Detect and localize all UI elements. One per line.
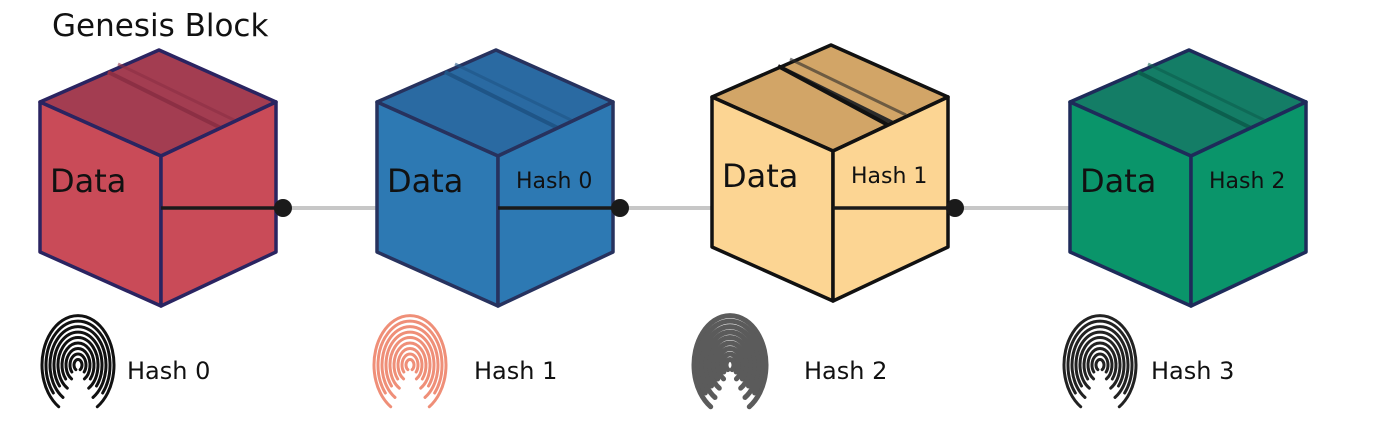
- fingerprint-ridge: [723, 357, 737, 373]
- fingerprint-ridge: [40, 314, 116, 409]
- connector-dot: [274, 199, 292, 217]
- connectors: [161, 199, 964, 217]
- fingerprint-ridge: [44, 319, 112, 395]
- fingerprint-ridge: [68, 352, 88, 374]
- fingerprint-ridge: [388, 336, 432, 390]
- fingerprint-ridge: [1086, 347, 1114, 381]
- fingerprint-ridge: [1078, 336, 1122, 390]
- genesis-block-title: Genesis Block: [52, 8, 268, 44]
- fingerprint-ridge: [64, 347, 92, 381]
- fingerprint-icon: [40, 314, 116, 409]
- block-data-label: Data: [1080, 162, 1156, 200]
- block-tape-line: [117, 62, 235, 122]
- fingerprint-hash-label: Hash 0: [127, 357, 210, 385]
- fingerprint-ridge: [396, 347, 424, 381]
- fingerprint-ridge: [1090, 352, 1110, 374]
- fingerprint-ridge: [691, 313, 769, 410]
- fingerprint-ridge: [715, 346, 745, 382]
- block-3: Data Hash 2: [1068, 48, 1308, 308]
- fingerprint-ridge: [372, 314, 448, 409]
- fingerprint-ridge: [376, 319, 444, 395]
- fingerprint-ridge: [380, 325, 440, 399]
- block-data-label: Data: [387, 162, 463, 200]
- block-data-label: Data: [50, 162, 126, 200]
- fingerprint-ridge: [1094, 358, 1106, 372]
- block-tape-line: [789, 57, 907, 117]
- fingerprint-ridge: [60, 341, 96, 381]
- fingerprint-ridge: [52, 330, 104, 388]
- fingerprint-hash-label: Hash 1: [474, 357, 557, 385]
- fingerprint-ridge: [1062, 314, 1138, 409]
- block-side-face: [1189, 100, 1308, 308]
- block-2: Data Hash 1: [710, 43, 950, 303]
- fingerprint-ridge: [699, 324, 761, 400]
- connector-dot: [946, 199, 964, 217]
- block-data-label: Data: [722, 157, 798, 195]
- fingerprint-ridge: [56, 336, 100, 390]
- fingerprint-icon: [1062, 314, 1138, 409]
- block-tape-line: [444, 70, 559, 130]
- fingerprint-ridge: [400, 352, 420, 374]
- fingerprint-ridge: [48, 325, 108, 399]
- fingerprint-ridge: [1070, 325, 1130, 399]
- block-side-face: [496, 100, 615, 308]
- fingerprint-ridge: [711, 340, 749, 382]
- fingerprint-ridge: [707, 335, 753, 391]
- fingerprint-ridge: [392, 341, 428, 381]
- fingerprint-ridge: [1066, 319, 1134, 395]
- blocks: Data Data Hash 0 Data Hash 1 Data Hash 2: [38, 43, 1308, 308]
- block-tape-line: [777, 64, 889, 127]
- fingerprints: Hash 0 Hash 1 Hash 2 Hash 3: [40, 313, 1234, 410]
- fingerprint-icon: [372, 314, 448, 409]
- fingerprint-ridge: [1074, 330, 1126, 388]
- fingerprint-ridge: [72, 358, 84, 372]
- fingerprint-ridge: [703, 329, 757, 389]
- block-tape-line: [107, 70, 222, 130]
- block-tape-line: [1137, 70, 1252, 130]
- fingerprint-hash-label: Hash 3: [1151, 357, 1234, 385]
- block-hash-label: Hash 2: [1209, 169, 1285, 194]
- fingerprint-ridge: [384, 330, 436, 388]
- block-1: Data Hash 0: [375, 48, 615, 308]
- block-tape-line: [1147, 62, 1265, 122]
- block-tape-line: [454, 62, 572, 122]
- block-0: Data: [38, 48, 278, 308]
- block-hash-label: Hash 1: [851, 164, 927, 189]
- block-hash-label: Hash 0: [516, 169, 592, 194]
- fingerprint-ridge: [695, 318, 765, 396]
- block-side-face: [831, 95, 950, 303]
- fingerprint-ridge: [719, 351, 741, 375]
- fingerprint-icon: [691, 313, 769, 410]
- block-side-face: [159, 100, 278, 308]
- fingerprint-hash-label: Hash 2: [804, 357, 887, 385]
- connector-dot: [611, 199, 629, 217]
- fingerprint-ridge: [1082, 341, 1118, 381]
- fingerprint-ridge: [404, 358, 416, 372]
